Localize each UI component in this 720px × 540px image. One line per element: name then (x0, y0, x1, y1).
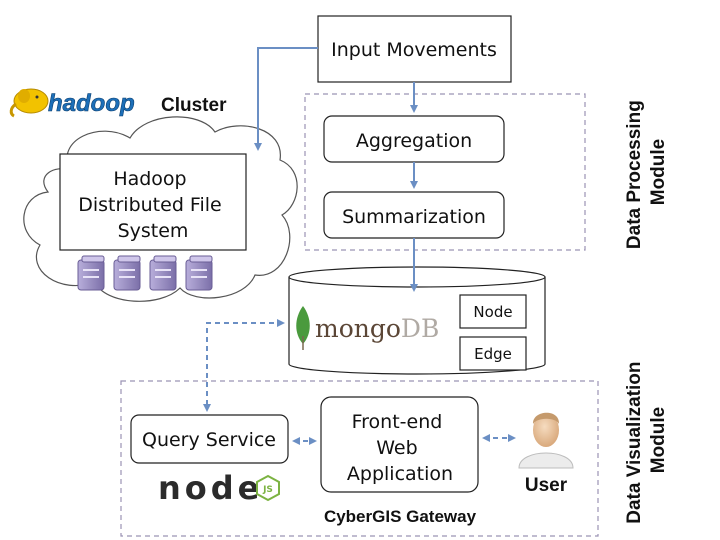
user-label: User (525, 475, 568, 496)
arrow-input-to-hdfs (254, 47, 318, 151)
hadoop-logo: hadoop (9, 88, 135, 118)
nodejs-logo: node JS (158, 469, 280, 507)
data-processing-frame (304, 93, 586, 251)
mongodb-logo: mongoDB (296, 306, 439, 350)
hadoop-logo-text: hadoop (48, 90, 135, 117)
mongodb-logo-text: mongoDB (315, 314, 439, 343)
input-movements-box (317, 15, 512, 83)
data-processing-module-label: Data Processing Module (624, 95, 669, 249)
frontend-line-2: Web (376, 437, 417, 459)
cybergis-gateway-label: CyberGIS Gateway (324, 507, 477, 526)
data-processing-line-1: Data Processing (624, 100, 645, 249)
frontend-box (320, 396, 479, 493)
server-icon (149, 255, 177, 291)
node-collection-box (459, 294, 527, 329)
nodejs-hexagon-icon (256, 474, 280, 502)
edge-collection-label: Edge (474, 345, 512, 363)
data-visualization-line-1: Data Visualization (624, 362, 645, 524)
data-visualization-frame (120, 380, 599, 537)
server-icons (77, 255, 213, 291)
query-service-box (130, 414, 289, 464)
hdfs-box (59, 153, 247, 251)
hdfs-label-line-2: Distributed File (78, 194, 221, 216)
hdfs-label-line-1: Hadoop (113, 168, 186, 190)
edge-collection-box (459, 336, 527, 371)
query-service-label: Query Service (142, 429, 276, 451)
node-collection-label: Node (473, 303, 512, 321)
mongodb-logo-db: DB (401, 314, 439, 343)
nodejs-logo-text: node (158, 469, 263, 507)
data-visualization-line-2: Module (648, 407, 669, 474)
data-processing-line-2: Module (648, 139, 669, 206)
arrow-mongodb-query-service (203, 319, 285, 412)
input-movements-label: Input Movements (331, 39, 497, 61)
server-icon (113, 255, 141, 291)
server-icon (185, 255, 213, 291)
server-icon (77, 255, 105, 291)
nodejs-badge-text: JS (262, 485, 273, 495)
mongodb-logo-mongo: mongo (315, 314, 401, 343)
hdfs-label: Hadoop Distributed File System (78, 168, 228, 242)
aggregation-label: Aggregation (356, 130, 472, 152)
hadoop-cluster-label: Cluster (161, 95, 227, 116)
mongodb-leaf-icon (296, 306, 310, 344)
data-visualization-module-label: Data Visualization Module (624, 356, 669, 524)
elephant-icon (9, 88, 49, 118)
user-icon (518, 412, 574, 469)
hdfs-label-line-3: System (118, 220, 189, 242)
summarization-label: Summarization (342, 206, 486, 228)
frontend-line-3: Application (347, 463, 453, 485)
frontend-line-1: Front-end (352, 411, 443, 433)
frontend-label: Front-end Web Application (347, 411, 453, 485)
